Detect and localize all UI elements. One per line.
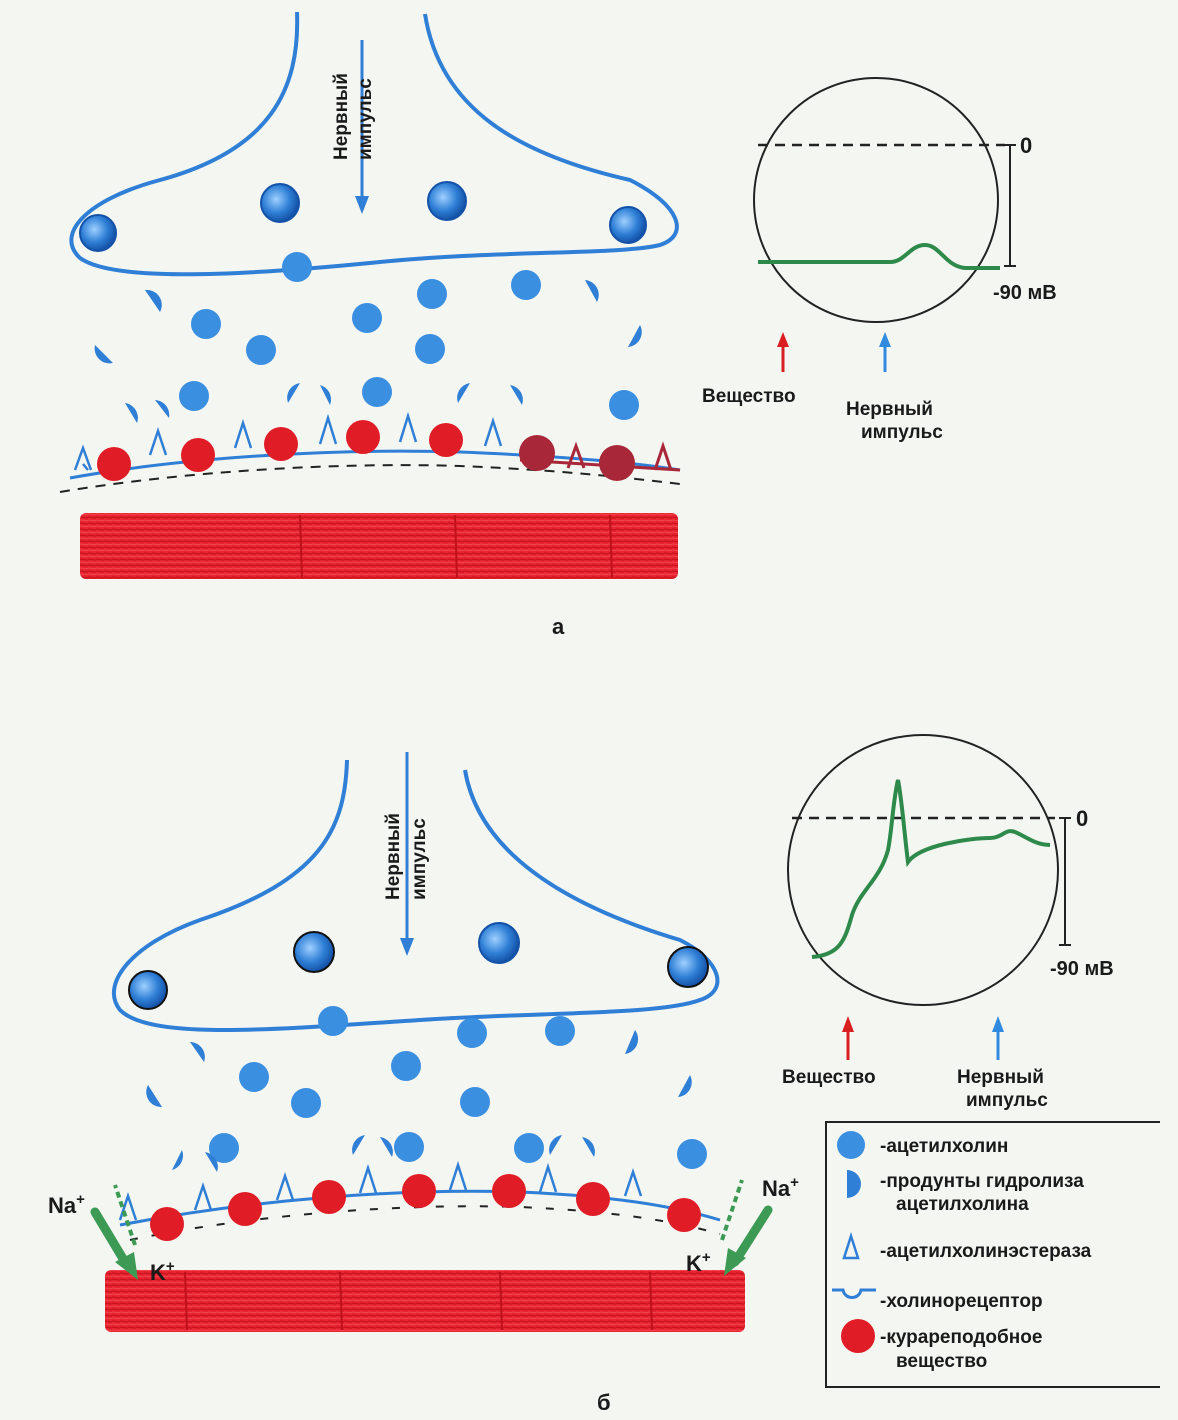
nerve-impulse-label-b-line2: импульс [966,1090,1048,1111]
legend-item-1-line1: -ацетилхолин [880,1136,1008,1157]
k-left-symbol: K [150,1260,166,1285]
scope-b-zero-label: 0 [1076,806,1088,831]
legend-item-2-line2: ацетилхолина [896,1194,1029,1215]
na-left-symbol: Na [48,1193,77,1218]
legend-item-3-line1: -ацетилхолинэстераза [880,1241,1092,1262]
impulse-arrow-a [879,332,891,372]
vesicles-b [129,923,708,1009]
panel-a-caption: а [552,614,565,639]
membrane-charge-a [60,465,680,492]
muscle-fiber-b [105,1270,745,1332]
na-left-charge: + [76,1191,85,1208]
k-right-symbol: K [686,1251,702,1276]
na-right-charge: + [790,1174,799,1191]
substance-arrow-b [842,1016,854,1060]
panel-b-caption: б [597,1390,611,1415]
scope-a-mv-label: -90 мВ [993,282,1057,304]
substance-label-b: Вещество [782,1067,876,1088]
legend-item-2-line1: -продунты гидролиза [880,1171,1084,1192]
nerve-impulse-vertical-b-line2: импульс [409,818,430,900]
curare-molecules-b [150,1174,701,1241]
hydrolysis-product-icon [847,1170,861,1198]
nerve-impulse-label-b-line1: Нервный [957,1067,1044,1088]
nerve-impulse-vertical-a-line2: импульс [355,78,376,160]
nerve-impulse-label-a-line1: Нервный [846,399,933,420]
cholinoreceptor-icon [832,1290,876,1298]
k-left-charge: + [166,1258,175,1275]
oscilloscope-a [754,78,1016,322]
nerve-impulse-vertical-b-line1: Нервный [383,813,404,900]
scope-a-zero-label: 0 [1020,133,1032,158]
na-ion-right: Na+ [762,1174,799,1201]
acetylcholine-molecules-a [179,252,639,420]
acetylcholinesterase-icon [844,1236,858,1258]
membrane-charge-b [130,1206,720,1240]
curare-substance-icon [841,1319,875,1353]
substance-arrow-a [777,332,789,372]
ion-flow-left [95,1185,138,1280]
acetylcholine-icon [837,1131,865,1159]
na-ion-left: Na+ [48,1191,85,1218]
na-right-symbol: Na [762,1176,791,1201]
nerve-impulse-label-a-line2: импульс [861,422,943,443]
nerve-impulse-vertical-a-line1: Нервный [331,73,352,160]
legend-item-5-line2: вещество [896,1351,987,1372]
legend-item-5-line1: -курареподобное [880,1327,1042,1348]
impulse-arrow-b [992,1016,1004,1060]
legend-item-4-line1: -холинорецептор [880,1291,1043,1312]
oscilloscope-b [788,735,1071,1005]
scope-b-mv-label: -90 мВ [1050,958,1114,980]
muscle-fiber-a [80,513,678,579]
substance-label-a: Вещество [702,386,796,407]
panel-a [60,12,1016,579]
k-right-charge: + [702,1249,711,1266]
